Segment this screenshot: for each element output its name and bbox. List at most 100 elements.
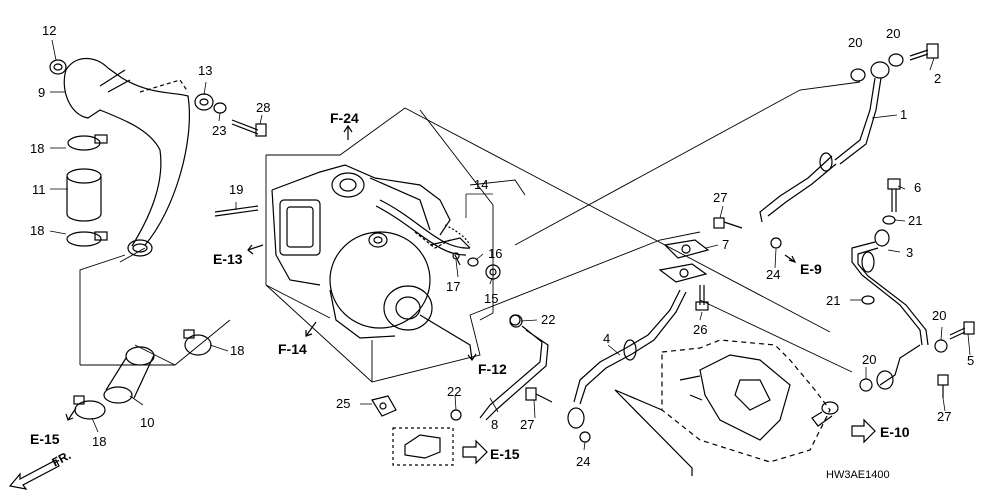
hose-clamp-18b (66, 231, 108, 247)
callout-18: 18 (30, 223, 45, 238)
ref-e13: E-13 (213, 251, 243, 267)
sleeve-11 (66, 168, 102, 222)
callout-15: 15 (484, 291, 499, 306)
ref-f12: F-12 (478, 361, 507, 377)
callout-6: 6 (914, 180, 922, 195)
gasket-7 (658, 239, 710, 283)
washer-21b (861, 295, 875, 305)
callout-20: 20 (932, 308, 947, 323)
callout-26: 26 (693, 322, 708, 337)
ref-f24: F-24 (330, 110, 359, 126)
washer-21a (882, 215, 896, 225)
bolt-6 (887, 178, 901, 212)
callout-11: 11 (32, 182, 46, 197)
callout-8: 8 (491, 417, 499, 432)
washer-20a (850, 68, 866, 82)
oil-pipe-14 (375, 199, 471, 256)
hose-clamp-18a (67, 134, 108, 151)
arrow-e13 (247, 244, 264, 255)
clip-25 (371, 395, 397, 417)
ref-e15-left: E-15 (30, 431, 60, 447)
ref-e15-bottom: E-15 (490, 446, 520, 462)
washer-24a (770, 237, 782, 249)
gasket-13 (194, 93, 214, 111)
callout-20: 20 (862, 352, 877, 367)
callout-22: 22 (541, 312, 556, 327)
arrow-f14 (305, 321, 317, 337)
bolt-28 (231, 119, 267, 137)
nut-22a (509, 314, 521, 326)
bolt-26 (695, 285, 709, 311)
callout-24: 24 (766, 267, 781, 282)
callout-24: 24 (576, 454, 591, 469)
hose-10 (103, 346, 155, 404)
arrow-e15-left (65, 407, 77, 421)
bolt-2 (909, 43, 939, 61)
fitting (811, 401, 839, 427)
callout-18: 18 (30, 141, 45, 156)
callout-27: 27 (937, 409, 952, 424)
callout-13: 13 (198, 63, 213, 78)
bolt-5 (949, 321, 975, 340)
callout-14: 14 (474, 177, 489, 192)
leader-lines (49, 39, 971, 451)
bolt-17 (452, 252, 461, 266)
callout-2: 2 (934, 71, 942, 86)
oil-feed-pipe-1 (759, 61, 890, 223)
engine-block-detail (614, 339, 831, 476)
washer-16 (467, 257, 479, 267)
callout-27: 27 (713, 190, 728, 205)
ref-f14: F-14 (278, 341, 307, 357)
bracket-detail-box (392, 427, 454, 466)
hose-clamp-18c (183, 329, 212, 356)
callout-18: 18 (230, 343, 245, 358)
washer-23 (213, 102, 227, 114)
callout-17: 17 (446, 279, 461, 294)
callout-19: 19 (229, 182, 244, 197)
intake-hose (63, 57, 190, 257)
callout-21: 21 (826, 293, 841, 308)
callout-9: 9 (38, 85, 46, 100)
callout-23: 23 (212, 123, 227, 138)
ref-e10: E-10 (880, 424, 910, 440)
callout-12: 12 (42, 23, 57, 38)
callout-21: 21 (908, 213, 923, 228)
bolt-27a (713, 217, 743, 229)
nut-22b (450, 409, 462, 421)
oil-pipe-4 (567, 289, 687, 429)
washer-20c (934, 339, 948, 353)
callout-10: 10 (140, 415, 155, 430)
hose-clamp-18d (73, 395, 106, 420)
clamp-12 (49, 59, 67, 75)
oil-return-pipe-3 (851, 229, 929, 390)
callout-7: 7 (722, 237, 730, 252)
ref-e9: E-9 (800, 261, 822, 277)
arrow-f24 (343, 124, 353, 140)
callout-4: 4 (603, 331, 611, 346)
front-direction-arrow (8, 459, 60, 490)
nut-15 (485, 264, 501, 280)
reference-frame-lines (79, 81, 861, 383)
callout-16: 16 (488, 246, 503, 261)
washer-24b (579, 431, 591, 443)
callout-28: 28 (256, 100, 271, 115)
turbocharger-assembly (271, 164, 471, 339)
callout-25: 25 (336, 396, 351, 411)
callout-3: 3 (906, 245, 914, 260)
callout-5: 5 (967, 353, 975, 368)
arrow-f12 (419, 314, 477, 362)
bolt-27b (525, 387, 553, 403)
arrow-e9 (784, 254, 797, 264)
arrow-e10 (851, 418, 876, 444)
callout-22: 22 (447, 384, 462, 399)
callout-20: 20 (848, 35, 863, 50)
bolt-27c (937, 374, 949, 398)
washer-20b (888, 53, 904, 67)
stud-19 (214, 205, 259, 217)
diagram-code: HW3AE1400 (826, 469, 890, 481)
arrow-e15 (462, 439, 488, 465)
callout-27: 27 (520, 417, 535, 432)
callout-18: 18 (92, 434, 107, 449)
callout-20: 20 (886, 26, 901, 41)
